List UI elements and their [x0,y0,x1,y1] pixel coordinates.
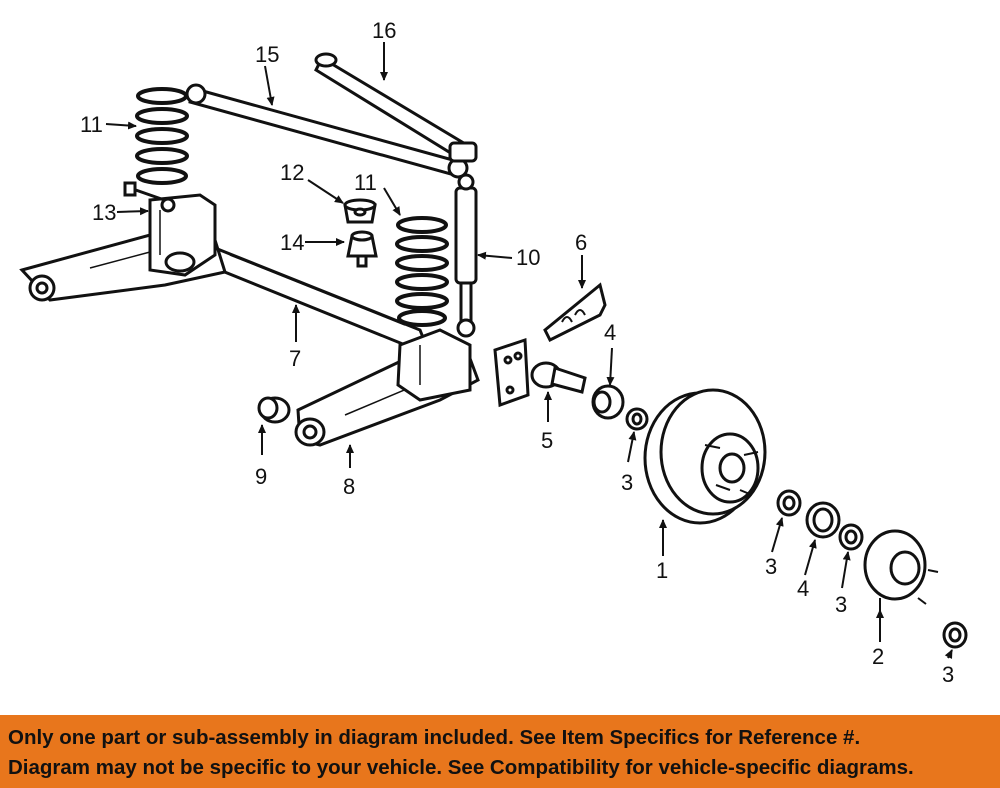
left-spring-bracket [148,193,217,277]
callout-2: 2 [872,644,884,669]
callout-3: 3 [765,554,777,579]
callout-3: 3 [621,470,633,495]
bump-stop-cup [343,198,377,224]
callout-1: 1 [656,558,668,583]
callout-11: 11 [80,112,103,137]
bearing-3-inner [625,407,649,431]
shock-absorber [454,173,478,338]
wheel-hub [863,529,939,610]
rear-suspension-diagram: 1 2 3 3 3 3 3 4 4 5 6 7 8 9 10 11 11 12 … [19,18,968,687]
callout-13: 13 [92,200,116,225]
seal-4-upper [591,384,625,420]
bump-stop [346,230,378,268]
callout-10: 10 [516,245,540,270]
callout-4: 4 [604,320,616,345]
callout-7: 7 [289,346,301,371]
callout-4: 4 [797,576,809,601]
leader-lines [105,42,953,659]
disclaimer-line-2: Diagram may not be specific to your vehi… [8,756,914,779]
nut-3-outer [942,621,968,649]
callout-12: 12 [280,160,304,185]
bushing-9 [257,396,291,424]
bolt-13 [123,181,176,213]
right-coil-spring [395,216,449,327]
axle-beam [192,237,433,358]
callout-3: 3 [942,662,954,687]
axle-mount-plate [493,337,530,408]
upper-bar [314,52,478,163]
seal-4-lower [805,501,841,539]
lateral-rod [185,83,469,179]
callout-labels: 1 2 3 3 3 3 3 4 4 5 6 7 8 9 10 11 11 12 … [80,18,954,687]
callout-6: 6 [575,230,587,255]
left-coil-spring [135,87,189,185]
nut-3-middle [776,489,802,517]
brake-drum [643,388,767,525]
spindle [530,361,587,394]
callout-3: 3 [835,592,847,617]
callout-16: 16 [372,18,396,43]
heat-shield [543,282,607,343]
callout-14: 14 [280,230,304,255]
callout-5: 5 [541,428,553,453]
callout-11: 11 [354,170,377,195]
callout-8: 8 [343,474,355,499]
right-spring-bracket [396,328,472,402]
callout-15: 15 [255,42,279,67]
callout-9: 9 [255,464,267,489]
disclaimer-banner: Only one part or sub-assembly in diagram… [0,715,1000,788]
disclaimer-line-1: Only one part or sub-assembly in diagram… [8,726,861,749]
bearing-3-lower [838,523,864,551]
